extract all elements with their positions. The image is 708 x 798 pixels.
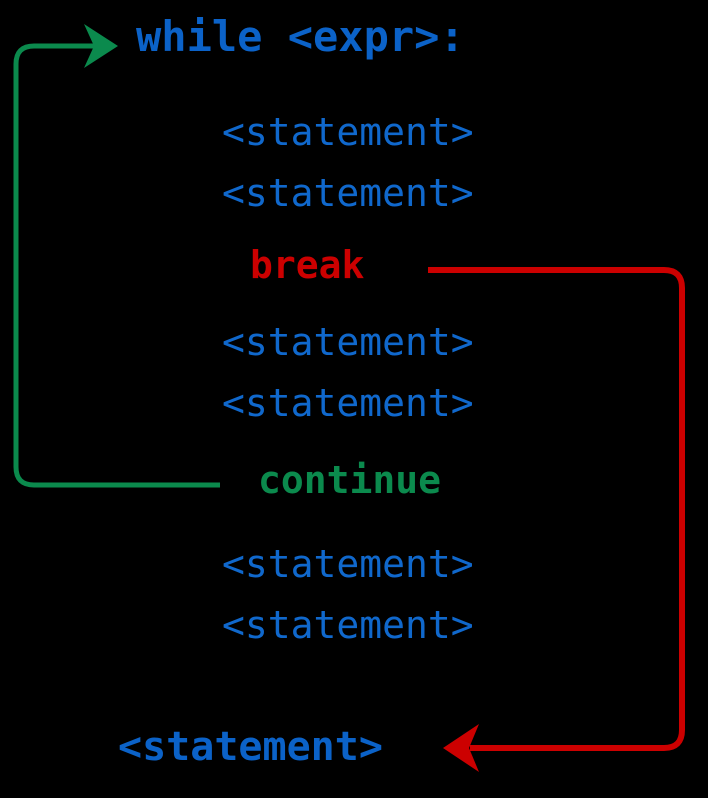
statement-line-3: <statement>	[222, 320, 474, 364]
statement-line-2: <statement>	[222, 171, 474, 215]
statement-line-4: <statement>	[222, 381, 474, 425]
statement-line-5: <statement>	[222, 542, 474, 586]
while-header: while <expr>:	[136, 12, 465, 61]
statement-line-1: <statement>	[222, 110, 474, 154]
continue-keyword: continue	[258, 458, 442, 502]
after-loop-statement: <statement>	[118, 724, 383, 770]
break-keyword: break	[250, 243, 365, 287]
continue-arrow	[13, 24, 220, 488]
statement-line-6: <statement>	[222, 603, 474, 647]
